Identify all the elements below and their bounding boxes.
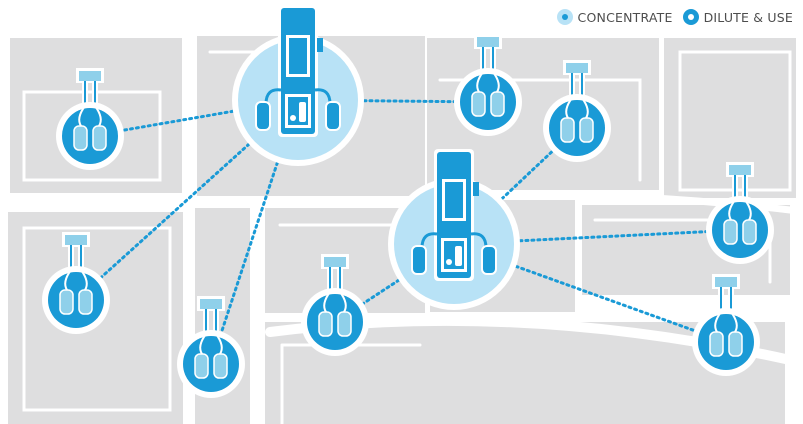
legend: CONCENTRATE DILUTE & USE	[553, 9, 793, 25]
dilute-station	[56, 68, 124, 170]
legend-dilute-label: DILUTE & USE	[703, 9, 793, 25]
legend-concentrate: CONCENTRATE	[556, 9, 673, 25]
concentrate-dot-icon	[556, 9, 573, 25]
dilute-station	[42, 232, 110, 334]
dilute-station	[692, 274, 760, 376]
dilute-station	[301, 254, 369, 356]
road-line	[22, 90, 162, 182]
dilute-station	[177, 296, 245, 398]
legend-concentrate-label: CONCENTRATE	[577, 9, 673, 25]
legend-dilute: DILUTE & USE	[682, 9, 793, 25]
road-line	[678, 50, 792, 192]
dilute-station	[454, 34, 522, 136]
connection-line	[209, 98, 300, 366]
dilute-station	[706, 162, 774, 264]
station-nodes	[42, 5, 774, 398]
dilute-dot-icon	[682, 9, 699, 25]
concentrate-station	[232, 5, 364, 166]
dilute-station	[543, 60, 611, 162]
road-line	[22, 226, 172, 412]
concentrate-station	[388, 149, 520, 310]
